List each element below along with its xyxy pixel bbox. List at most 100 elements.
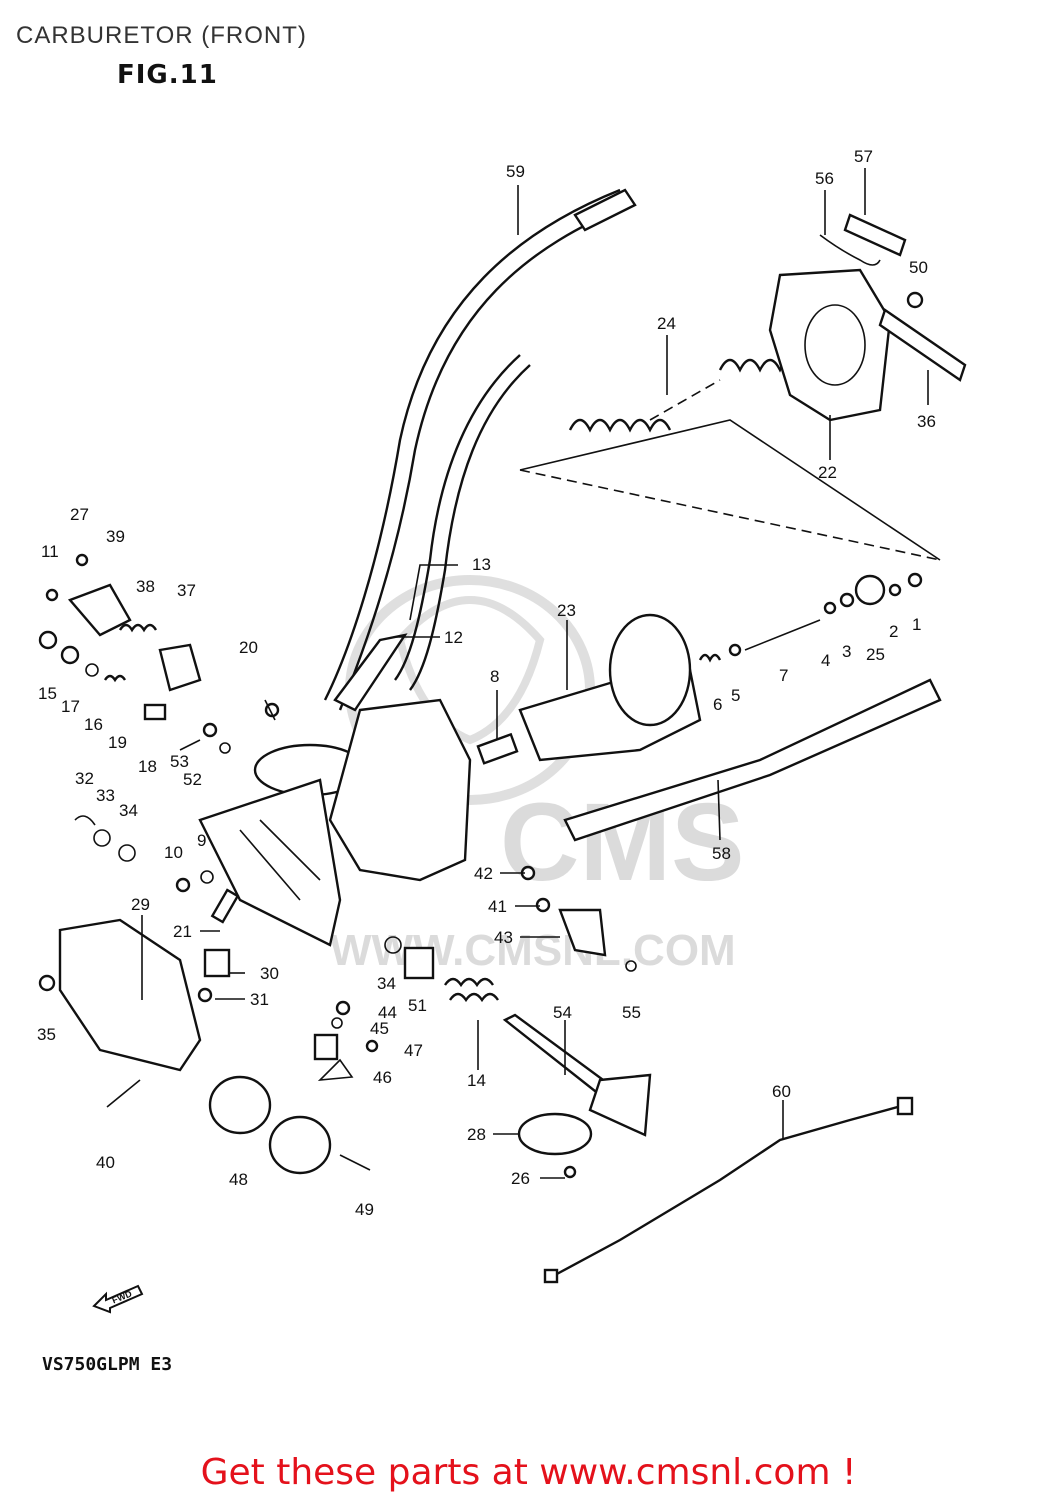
fwd-arrow-icon: FWD: [92, 1284, 144, 1314]
callout-50: 50: [909, 258, 928, 277]
callout-53: 53: [170, 752, 189, 771]
callout-9: 9: [197, 831, 206, 850]
ring-33: [93, 829, 111, 847]
float-bowl-29: [58, 918, 202, 1072]
callout-33: 33: [96, 786, 115, 805]
callout-24: 24: [657, 314, 676, 333]
hose-58: [563, 678, 942, 842]
callout-1: 1: [912, 615, 921, 634]
ring-34b: [384, 936, 402, 954]
spring-19: [103, 674, 127, 683]
oring-45: [331, 1017, 343, 1029]
callout-21: 21: [173, 922, 192, 941]
callout-38: 38: [136, 577, 155, 596]
screw-47: [365, 1039, 379, 1053]
screw-10: [175, 877, 191, 893]
callout-8: 8: [490, 667, 499, 686]
callout-34: 34: [119, 801, 138, 820]
callout-17: 17: [61, 697, 80, 716]
jet-31: [197, 987, 213, 1003]
cable-60-end: [896, 1096, 914, 1116]
cable-60: [554, 1103, 906, 1277]
callout-49: 49: [355, 1200, 374, 1219]
callout-29: 29: [131, 895, 150, 914]
callout-2: 2: [889, 622, 898, 641]
needle-jet-30: [203, 948, 231, 978]
callout-40: 40: [96, 1153, 115, 1172]
callout-16: 16: [84, 715, 103, 734]
callouts: 59 57 56 50 24 36 22 27 39 11 38 37 13 2…: [37, 147, 936, 1219]
model-code: VS750GLPM E3: [42, 1354, 173, 1375]
part-4: [823, 601, 837, 615]
callout-58: 58: [712, 844, 731, 863]
screw-50: [906, 291, 924, 309]
part-3: [839, 592, 855, 608]
rod-7: [744, 619, 821, 651]
carb-main-body: [328, 698, 472, 882]
callout-36: 36: [917, 412, 936, 431]
callout-32: 32: [75, 769, 94, 788]
part-5: [728, 643, 742, 657]
callout-19: 19: [108, 733, 127, 752]
callout-60: 60: [772, 1082, 791, 1101]
screw-40: [106, 1079, 141, 1108]
callout-41: 41: [488, 897, 507, 916]
hose-59-end: [573, 188, 637, 232]
throttle-plate-28: [517, 1112, 593, 1156]
choke-assembly-left: [38, 553, 202, 721]
clip-56: [819, 234, 881, 266]
callout-15: 15: [38, 684, 57, 703]
spacer-51: [403, 946, 435, 980]
callout-18: 18: [138, 757, 157, 776]
valve-seat-46: [313, 1033, 339, 1061]
hoses: [323, 188, 637, 712]
callout-7: 7: [779, 666, 788, 685]
callout-46: 46: [373, 1068, 392, 1087]
callout-10: 10: [164, 843, 183, 862]
small-parts-middle: [74, 702, 280, 1003]
callout-5: 5: [731, 686, 740, 705]
hose-13: [394, 354, 521, 681]
callout-27: 27: [70, 505, 89, 524]
oring-16: [85, 663, 99, 677]
watermark-url: WWW.CMSNL.COM: [330, 926, 736, 975]
spring-14: [444, 977, 494, 988]
hose-59: [323, 188, 621, 701]
callout-57: 57: [854, 147, 873, 166]
callout-43: 43: [494, 928, 513, 947]
watermark: CMS WWW.CMSNL.COM: [330, 575, 744, 975]
callout-3: 3: [842, 642, 851, 661]
callout-34b: 34: [377, 974, 396, 993]
callout-35: 35: [37, 1025, 56, 1044]
nut-41: [535, 897, 551, 913]
linkage-parts: [520, 865, 637, 972]
washer-9: [200, 870, 214, 884]
lower-center-parts: [384, 936, 499, 1003]
carburetor-body: [198, 698, 472, 947]
promo-banner-link[interactable]: Get these parts at www.cmsnl.com !: [200, 1452, 857, 1493]
callout-59: 59: [506, 162, 525, 181]
screw-11: [45, 588, 59, 602]
callout-26: 26: [511, 1169, 530, 1188]
callout-11: 11: [41, 542, 59, 561]
callout-4: 4: [821, 651, 830, 670]
cover-39: [67, 583, 132, 637]
callout-25: 25: [866, 645, 885, 664]
float-48-left: [208, 1075, 272, 1135]
pin-57: [843, 213, 907, 257]
float-assembly: [208, 1000, 379, 1175]
callout-47: 47: [404, 1041, 423, 1060]
callout-54: 54: [553, 1003, 572, 1022]
clip-55: [625, 960, 637, 972]
callout-14: 14: [467, 1071, 486, 1090]
callout-55: 55: [622, 1003, 641, 1022]
screw-1: [907, 572, 923, 588]
clip-32: [74, 815, 96, 826]
callout-30: 30: [260, 964, 279, 983]
nut-17: [60, 645, 80, 665]
spring-38: [118, 623, 158, 633]
lever-36: [878, 308, 967, 382]
throttle-lever: [588, 1073, 652, 1137]
